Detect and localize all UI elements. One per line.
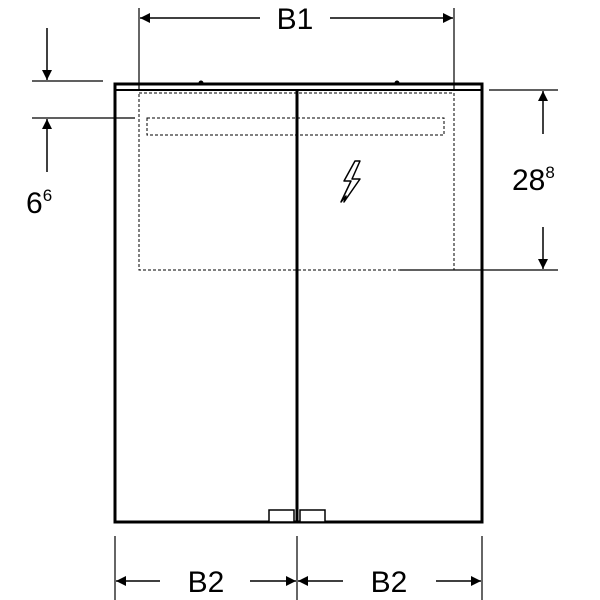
top-offset-main: 6: [26, 187, 43, 220]
door-handle-right: [299, 509, 326, 523]
dimension-b2: [114, 536, 483, 600]
dimension-top-offset: [32, 28, 135, 172]
top-fixing-right: [394, 80, 400, 86]
door-handle-left: [268, 509, 295, 523]
b2-right-label: B2: [371, 566, 408, 599]
hidden-lines: [138, 92, 455, 271]
dimension-light-height: [400, 89, 558, 271]
b2-left-label: B2: [188, 566, 225, 599]
cabinet: [113, 80, 484, 524]
light-strip-outline: [146, 117, 445, 136]
electrics-zone-outline: [138, 92, 455, 271]
top-fixing-left: [198, 80, 204, 86]
top-offset-label: 66: [26, 186, 52, 220]
lightning-bolt-icon: [340, 160, 361, 203]
light-height-label: 288: [512, 163, 555, 197]
top-offset-superscript: 6: [43, 186, 52, 205]
dimension-b1: [138, 8, 455, 90]
light-height-main: 28: [512, 164, 545, 197]
light-height-superscript: 8: [545, 163, 554, 182]
b1-label: B1: [277, 3, 314, 36]
